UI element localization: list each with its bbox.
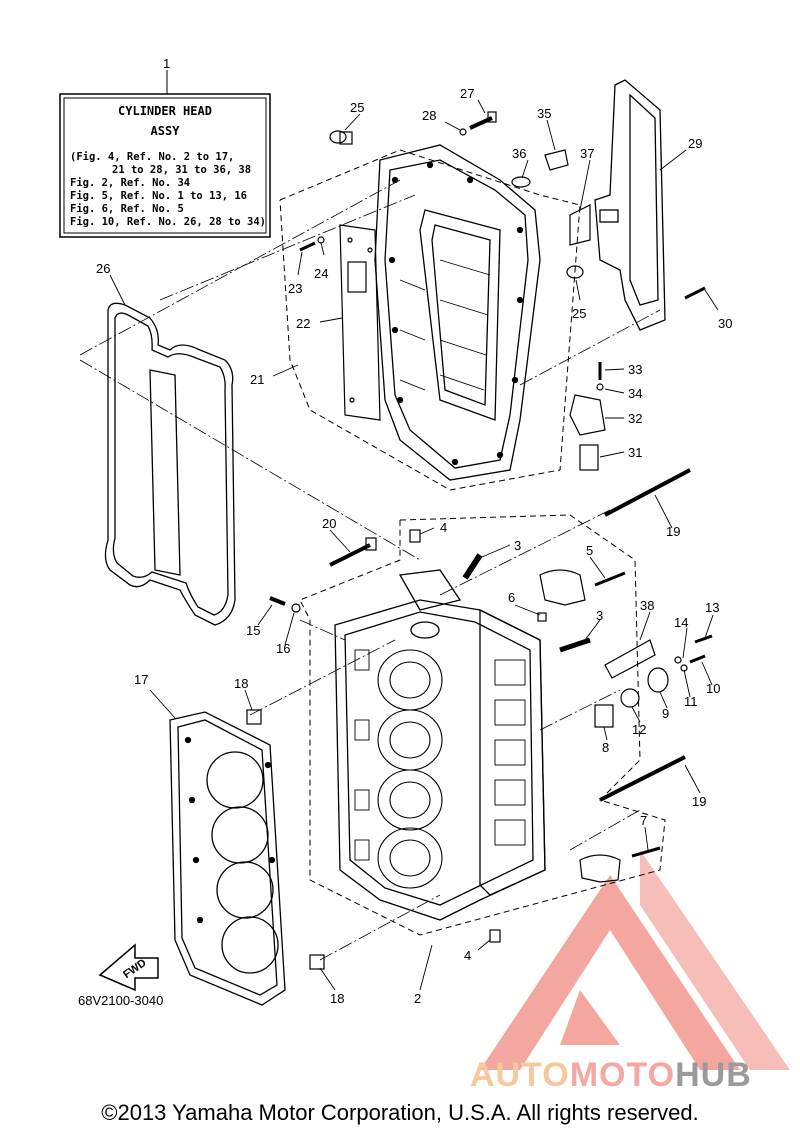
watermark-auto: AUTO — [470, 1056, 570, 1094]
box-line-4: Fig. 6, Ref. No. 5 — [70, 203, 184, 215]
callout-numbers: 25 27 28 35 36 37 29 26 23 24 22 21 25 3… — [96, 86, 732, 1006]
callout-17: 17 — [134, 672, 148, 687]
copyright-notice: ©2013 Yamaha Motor Corporation, U.S.A. A… — [101, 1100, 699, 1125]
callout-23: 23 — [288, 281, 302, 296]
callout-19b: 19 — [692, 794, 706, 809]
callout-15: 15 — [246, 623, 260, 638]
callout-18b: 18 — [330, 991, 344, 1006]
cover-plate — [339, 224, 381, 421]
cylinder-head-cover — [374, 144, 541, 481]
callout-11: 11 — [684, 694, 698, 709]
callout-8: 8 — [602, 740, 609, 755]
head-gasket — [169, 711, 286, 1006]
callout-1: 1 — [163, 56, 170, 71]
box-line-2: Fig. 2, Ref. No. 34 — [70, 177, 190, 189]
callout-20: 20 — [322, 516, 336, 531]
callout-22: 22 — [296, 316, 310, 331]
callout-37: 37 — [580, 146, 594, 161]
bracket-29 — [594, 79, 666, 331]
callout-18a: 18 — [234, 676, 248, 691]
callout-13: 13 — [705, 600, 719, 615]
callout-35: 35 — [537, 106, 551, 121]
callout-16: 16 — [276, 641, 290, 656]
box-line-0: (Fig. 4, Ref. No. 2 to 17, — [70, 151, 234, 163]
box-line-1: 21 to 28, 31 to 36, 38 — [112, 164, 251, 176]
callout-38: 38 — [640, 598, 654, 613]
watermark-logo — [480, 850, 790, 1070]
callout-26: 26 — [96, 261, 110, 276]
callout-4b: 4 — [464, 948, 471, 963]
watermark-moto: MOTO — [569, 1056, 676, 1094]
callout-12: 12 — [632, 722, 646, 737]
callout-28: 28 — [422, 108, 436, 123]
callout-3a: 3 — [514, 538, 521, 553]
callout-9: 9 — [662, 706, 669, 721]
box-line-3: Fig. 5, Ref. No. 1 to 13, 16 — [70, 190, 247, 202]
watermark-hub: HUB — [675, 1056, 752, 1094]
head-cover-gasket — [104, 302, 236, 626]
info-box: 1 CYLINDER HEAD ASSY (Fig. 4, Ref. No. 2… — [59, 56, 271, 238]
callout-6: 6 — [508, 590, 515, 605]
callout-24: 24 — [314, 266, 328, 281]
callout-31: 31 — [628, 445, 642, 460]
box-title-1: CYLINDER HEAD — [118, 104, 212, 118]
callout-27: 27 — [460, 86, 474, 101]
box-title-2: ASSY — [151, 124, 181, 138]
callout-30: 30 — [718, 316, 732, 331]
callout-10: 10 — [706, 681, 720, 696]
cylinder-head-block — [334, 569, 546, 921]
callout-7: 7 — [640, 813, 647, 828]
callout-29: 29 — [688, 136, 702, 151]
diagram-code: 68V2100-3040 — [78, 993, 163, 1008]
callout-33: 33 — [628, 362, 642, 377]
callout-21: 21 — [250, 372, 264, 387]
center-lines — [79, 179, 661, 961]
callout-5: 5 — [586, 543, 593, 558]
callout-4a: 4 — [440, 520, 447, 535]
callout-3b: 3 — [596, 608, 603, 623]
assembly-boundaries — [279, 149, 666, 936]
leader-lines — [109, 99, 719, 991]
callout-19a: 19 — [666, 524, 680, 539]
callout-14: 14 — [674, 615, 688, 630]
callout-34: 34 — [628, 386, 642, 401]
callout-25b: 25 — [572, 306, 586, 321]
callout-2: 2 — [414, 991, 421, 1006]
box-line-5: Fig. 10, Ref. No. 26, 28 to 34) — [70, 216, 266, 228]
callout-25a: 25 — [350, 100, 364, 115]
watermark-text: AUTOMOTOHUB — [470, 1056, 752, 1095]
callout-36: 36 — [512, 146, 526, 161]
fwd-arrow-icon: FWD — [98, 943, 159, 992]
callout-32: 32 — [628, 411, 642, 426]
